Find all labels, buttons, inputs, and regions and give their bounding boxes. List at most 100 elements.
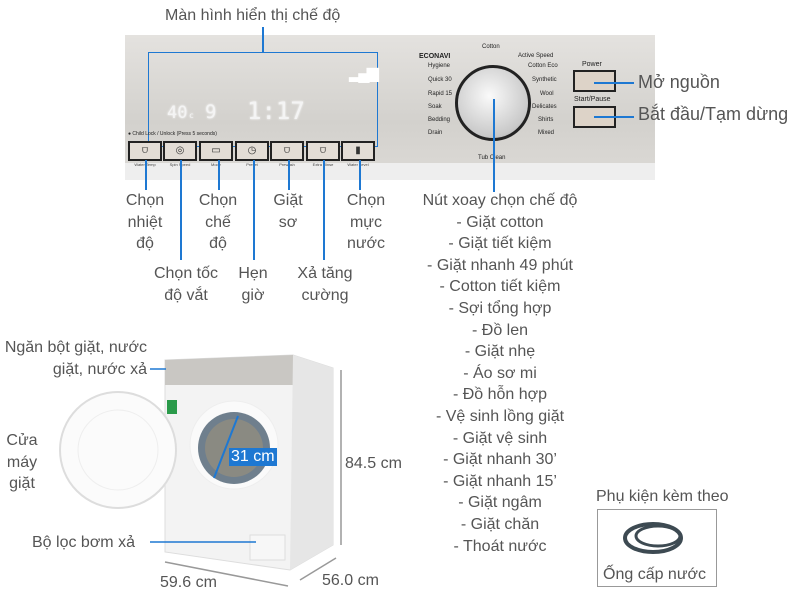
height-label: 84.5 cm (345, 455, 402, 472)
program-item: - Giặt tiết kiệm (448, 235, 552, 253)
preset-callout: Hẹn giờ (238, 265, 268, 304)
dial-label: Synthetic (532, 77, 557, 83)
depth-arrow (299, 557, 337, 581)
spin-callout: Chọn tốc độ vắt (153, 265, 219, 304)
power-callout-line (594, 82, 634, 84)
start-caption: Start/Pause (574, 96, 611, 103)
dial-label: Active Speed (518, 53, 554, 59)
dial-label: Quick 30 (428, 77, 452, 83)
callout-line (288, 160, 290, 190)
door-callout: Cửa máy giặt (6, 432, 38, 493)
display-callout-line (262, 27, 264, 52)
program-item: - Đồ len (471, 321, 529, 339)
rinse-icon: ⩌ (319, 145, 327, 156)
dial-callout: Nút xoay chọn chế độ (422, 192, 578, 209)
spin-icon: ◎ (175, 145, 185, 156)
clock-icon: ◷ (247, 145, 257, 156)
dial-label: Cotton Eco (528, 63, 558, 69)
dial-label: Hygiene (428, 63, 451, 69)
prewash-button[interactable]: ⩌ (270, 141, 304, 161)
width-label: 59.6 cm (160, 574, 217, 591)
callout-line (145, 160, 147, 190)
button-caption: Prewash (279, 162, 295, 167)
power-callout: Mở nguồn (638, 72, 720, 92)
spin-speed-button[interactable]: ◎ (163, 141, 197, 161)
dial-label: Wool (540, 91, 554, 97)
button-caption: Water Level (347, 162, 369, 167)
dial-label: Bedding (428, 117, 451, 123)
water-level-button[interactable]: ▮ (341, 141, 375, 161)
mode-button[interactable]: ▭ (199, 141, 233, 161)
child-lock-text: Child Lock / Unlock (Press 5 seconds) (132, 131, 217, 137)
start-callout: Bắt đầu/Tạm dừng (638, 104, 789, 124)
bars-icon: ▮ (355, 145, 361, 156)
extra-rinse-callout: Xả tăng cường (297, 265, 353, 304)
dial-label-bottom: Tub Clean (478, 155, 506, 161)
mode-icon: ▭ (211, 145, 221, 156)
washer-side (290, 355, 333, 570)
program-item: - Giặt ngâm (458, 494, 542, 512)
dial-label-top: Cotton (482, 44, 500, 50)
drum-diameter-label: 31 cm (229, 448, 277, 466)
program-item: - Giặt nhanh 15’ (443, 472, 557, 490)
program-item: - Sợi tổng hợp (448, 299, 552, 317)
inlet-hose-icon (623, 522, 683, 554)
water-temp-callout: Chọn nhiệt độ (125, 192, 165, 253)
econavi-logo: ECONAVI (419, 53, 451, 60)
accessory-title: Phụ kiện kèm theo (596, 488, 729, 505)
accessory-item: Ống cấp nước (603, 566, 707, 583)
prewash-callout: Giặt sơ (273, 192, 303, 231)
dial-label: Rapid 15 (428, 91, 453, 97)
water-level-bars-icon: ▂▄▆ (349, 65, 379, 82)
open-door (59, 391, 177, 509)
display-spin: 9 (205, 101, 217, 123)
callout-line (180, 160, 182, 260)
dial-label: Drain (428, 130, 443, 136)
dial-label: Mixed (538, 130, 555, 136)
program-item: - Vệ sinh lồng giặt (435, 407, 565, 425)
button-caption: Preset (246, 162, 258, 167)
width-arrow (164, 561, 289, 587)
door-glass (77, 409, 159, 491)
program-item: - Giặt nhẹ (464, 343, 536, 361)
program-item: - Áo sơ mi (463, 364, 537, 382)
start-callout-line (594, 116, 634, 118)
button-caption: Mode (210, 162, 221, 167)
mode-callout: Chọn chế độ (198, 192, 238, 253)
dial-label: Soak (428, 104, 442, 110)
program-item: - Giặt cotton (456, 213, 544, 231)
depth-label: 56.0 cm (322, 572, 379, 589)
filter-callout: Bộ lọc bơm xả (32, 534, 135, 551)
callout-line (323, 160, 325, 260)
water-temp-button[interactable]: ⩌ (128, 141, 162, 161)
power-caption: Power (582, 61, 602, 68)
water-level-callout: Chọn mực nước (346, 192, 386, 253)
program-item: - Giặt chăn (460, 515, 540, 533)
display-time: 1:17 (247, 97, 305, 125)
extra-rinse-button[interactable]: ⩌ (306, 141, 340, 161)
program-item: - Cotton tiết kiệm (439, 278, 561, 296)
dial-label: Shirts (538, 117, 554, 123)
pump-filter-cover (249, 534, 286, 561)
display-title: Màn hình hiển thị chế độ (165, 7, 341, 24)
drum-diameter-arrow (213, 415, 239, 479)
program-item: - Giặt nhanh 49 phút (427, 256, 573, 274)
program-item: - Thoát nước (453, 537, 547, 555)
dial-callout-line (493, 99, 495, 192)
callout-line (359, 160, 361, 190)
display-temp-unit: c (189, 111, 194, 120)
power-button[interactable] (573, 70, 616, 92)
child-lock-label: ● Child Lock / Unlock (Press 5 seconds) (128, 131, 217, 137)
basin-icon: ⩌ (141, 145, 149, 156)
callout-line (218, 160, 220, 190)
program-item: - Giặt vệ sinh (452, 429, 548, 447)
detergent-drawer-callout: Ngăn bột giặt, nước giặt, nước xả (4, 339, 147, 378)
washer-top-panel (165, 355, 293, 385)
preset-button[interactable]: ◷ (235, 141, 269, 161)
program-item: - Giặt nhanh 30’ (443, 451, 557, 469)
callout-line (253, 160, 255, 260)
display-temp: 40 (167, 103, 188, 123)
dial-label: Delicates (532, 104, 557, 110)
program-list: Nút xoay chọn chế độ - Giặt cotton - Giặ… (400, 190, 600, 557)
basin-icon: ⩌ (283, 145, 291, 156)
